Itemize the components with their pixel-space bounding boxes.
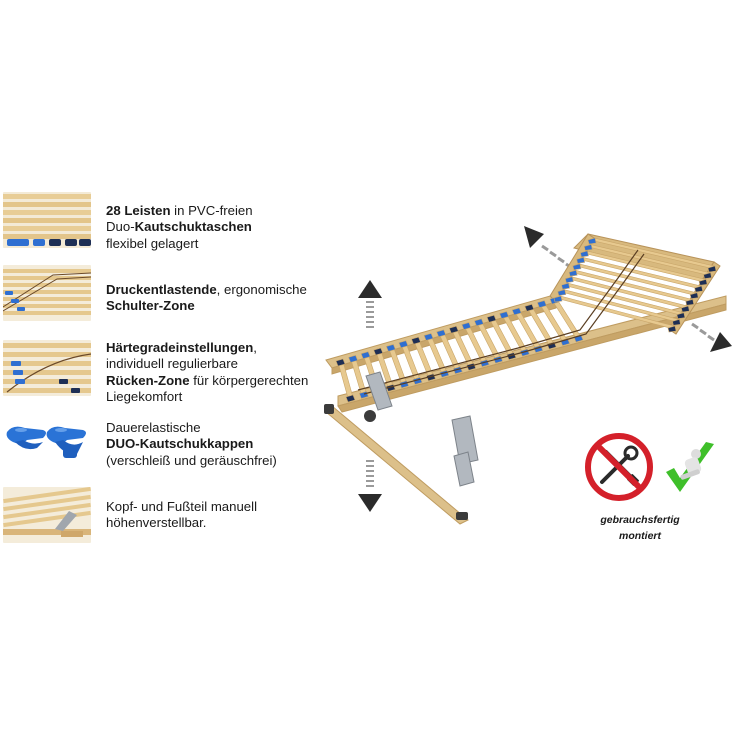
slat-cap (486, 314, 497, 323)
feature-text-run: Liegekomfort (106, 389, 183, 405)
slat-cap (348, 354, 358, 363)
checkmark-icon (666, 442, 714, 492)
slatted-frame-illustration (318, 220, 736, 540)
feature-bold-text: Kautschuktaschen (134, 219, 252, 235)
thumb-adjustable-ends (3, 487, 91, 543)
feature-text-run: für körpergerechten (189, 372, 309, 388)
no-tools-badge (584, 432, 654, 502)
slat-cap (423, 333, 434, 341)
feature-text-run: , ergonomische (216, 282, 307, 297)
slat-cap (694, 285, 704, 293)
feature-line: Kopf- und Fußteil manuell (106, 499, 331, 515)
feature-line: (verschleiß und geräuschfrei) (106, 453, 331, 469)
thumb-slats-caps (3, 192, 91, 248)
slat-cap (499, 311, 510, 319)
feature-text-run: individuell regulierbare (106, 356, 238, 372)
slat-cap (583, 244, 593, 251)
slat-cap (345, 394, 356, 403)
ready-to-use-caption: gebrauchsfertig montiert (594, 512, 686, 544)
bed-svg (324, 226, 732, 525)
feature-bold-text: Druckentlastende (106, 282, 217, 297)
feature-line: Schulter-Zone (106, 298, 331, 314)
feature-line: individuell regulierbare (106, 356, 331, 372)
slat-cap (561, 282, 570, 290)
feature-bold-text: Härtegradeinstellungen (106, 340, 254, 355)
slat-cap (680, 305, 690, 313)
slat-cap (385, 344, 396, 352)
feature-text-run: Dauerelastische (106, 420, 201, 435)
slat-cap (676, 312, 686, 320)
feature-text-3: Härtegradeinstellungen,individuell regul… (106, 340, 331, 406)
slat-cap (537, 300, 547, 309)
slat-cap (587, 237, 597, 245)
feature-line: DUO-Kautschukkappen (106, 436, 331, 452)
feature-line: Härtegradeinstellungen, (106, 340, 331, 356)
slat-cap (672, 318, 681, 326)
feature-line: flexibel gelagert (106, 236, 331, 252)
slat-cap (474, 318, 484, 327)
checkmark-badge (660, 438, 720, 498)
strap (357, 249, 639, 391)
arrow-up-icon (358, 280, 382, 328)
feature-bold-text: DUO-Kautschukkappen (106, 436, 254, 452)
thumb-shoulder-zone (3, 265, 91, 321)
slats-group (335, 237, 717, 403)
slat-cap (689, 292, 699, 300)
caption-line-2: montiert (619, 530, 661, 542)
feature-text-run: Duo- (106, 219, 135, 235)
slat-cap (436, 329, 447, 338)
slat-cap (524, 303, 535, 312)
thumb-firmness (3, 340, 91, 396)
slat-cap (511, 307, 522, 316)
slat-cap (448, 325, 459, 334)
slat-cap (564, 276, 574, 284)
slat-cap (685, 298, 695, 306)
feature-line: Liegekomfort (106, 389, 331, 405)
feature-bold-text: 28 Leisten (106, 203, 171, 218)
slat-cap (553, 295, 563, 303)
feature-line: höhenverstellbar. (106, 515, 331, 531)
feature-text-run: höhenverstellbar. (106, 515, 207, 531)
thumb-rubber-caps (3, 412, 91, 468)
feature-text-run: Kopf- und Fußteil manuell (106, 499, 257, 514)
slat-cap (576, 256, 586, 264)
slat-cap (580, 250, 589, 258)
feature-line: Dauerelastische (106, 420, 331, 436)
arrow-down-icon (358, 460, 382, 512)
feature-line: Druckentlastende, ergonomische (106, 282, 331, 298)
slat-cap (373, 347, 384, 356)
feature-line: Duo-Kautschuktaschen (106, 219, 331, 235)
feature-line: Rücken-Zone für körpergerechten (106, 373, 331, 389)
strap (363, 253, 645, 395)
slat-cap (568, 269, 578, 277)
feature-bold-text: Rücken-Zone (106, 372, 190, 388)
feature-line: 28 Leisten in PVC-freien (106, 203, 331, 219)
slat-cap (411, 336, 421, 345)
feature-text-run: in PVC-freien (170, 203, 253, 218)
feature-text-run: flexibel gelagert (106, 235, 199, 251)
slat-cap (703, 272, 712, 280)
slat (551, 298, 582, 339)
slat-cap (398, 340, 409, 349)
slat-cap (572, 263, 582, 271)
no-tools-icon (585, 433, 653, 501)
slat-cap (698, 278, 708, 286)
feature-text-run: (verschleiß und geräuschfrei) (106, 452, 277, 468)
slat-cap (360, 351, 371, 360)
slat-cap (707, 265, 717, 273)
slat-cap (461, 322, 472, 330)
slat-cap (557, 289, 567, 296)
slat-cap (667, 325, 677, 333)
arrow-diagonal-up-left-icon (524, 226, 573, 270)
feature-bold-text: Schulter-Zone (106, 298, 195, 314)
caption-line-1: gebrauchsfertig (600, 514, 680, 526)
feature-text-run: , (253, 340, 257, 355)
slat-cap (335, 358, 346, 367)
arrow-diagonal-down-right-icon (691, 322, 732, 352)
